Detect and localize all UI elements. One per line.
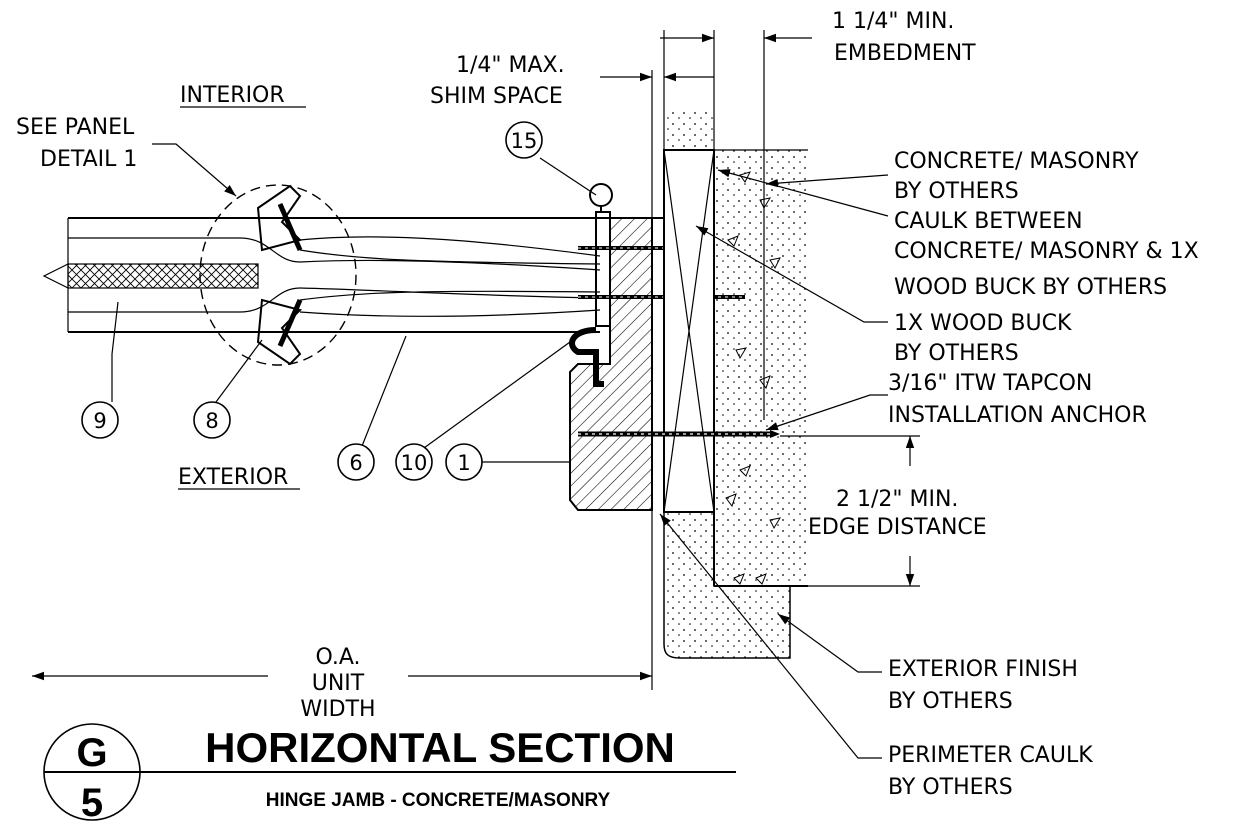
detail-letter: G [76, 731, 107, 775]
callout-1-label: 1 [457, 451, 470, 475]
callout-15: 15 [505, 121, 543, 159]
callout-15-label: 15 [511, 129, 538, 153]
edge-line2: EDGE DISTANCE [808, 515, 987, 540]
wood-buck [663, 149, 715, 513]
shim-line1: 1/4" MAX. [456, 53, 565, 78]
note-buck-1: 1X WOOD BUCK [894, 311, 1072, 336]
edge-line1: 2 1/2" MIN. [836, 487, 958, 512]
note-anchor-2: INSTALLATION ANCHOR [888, 403, 1147, 428]
oa-line1: O.A. [315, 645, 360, 670]
exterior-finish [663, 511, 791, 659]
note-concrete-2: BY OTHERS [894, 179, 1019, 204]
callout-9: 9 [81, 401, 119, 439]
tapcon-anchor [578, 430, 780, 438]
note-caulk-2: CONCRETE/ MASONRY & 1X [894, 239, 1199, 264]
note-finish-2: BY OTHERS [888, 689, 1013, 714]
leader-lines [111, 143, 889, 759]
drawing-title: HORIZONTAL SECTION [205, 724, 675, 771]
shim-line2: SHIM SPACE [430, 84, 563, 109]
exterior-label: EXTERIOR [178, 465, 288, 490]
note-caulk-1: CAULK BETWEEN [894, 209, 1083, 234]
callout-6: 6 [337, 443, 375, 481]
concrete-masonry [664, 112, 808, 587]
drawing-subtitle: HINGE JAMB - CONCRETE/MASONRY [266, 790, 611, 811]
oa-line2: UNIT [312, 671, 365, 696]
note-perim-1: PERIMETER CAULK [888, 743, 1093, 768]
detail-number: 5 [81, 781, 103, 824]
note-caulk-3: WOOD BUCK BY OTHERS [894, 275, 1167, 300]
see-panel-line1: SEE PANEL [16, 115, 135, 140]
embed-line1: 1 1/4" MIN. [832, 9, 954, 34]
dimension-lines [32, 30, 920, 690]
callout-1: 1 [445, 443, 483, 481]
callout-6-label: 6 [349, 451, 362, 475]
callout-10-label: 10 [401, 451, 428, 475]
title-block: G 5 HORIZONTAL SECTION HINGE JAMB - CONC… [43, 723, 736, 824]
note-buck-2: BY OTHERS [894, 341, 1019, 366]
callout-8: 8 [193, 401, 231, 439]
oa-line3: WIDTH [300, 697, 375, 722]
embed-line2: EMBEDMENT [834, 41, 976, 66]
callout-8-label: 8 [205, 409, 218, 433]
see-panel-line2: DETAIL 1 [40, 147, 137, 172]
door-panel [42, 184, 668, 366]
note-perim-2: BY OTHERS [888, 775, 1013, 800]
note-finish-1: EXTERIOR FINISH [888, 657, 1078, 682]
note-anchor-1: 3/16" ITW TAPCON [888, 371, 1092, 396]
callout-9-label: 9 [93, 409, 106, 433]
note-concrete-1: CONCRETE/ MASONRY [894, 149, 1139, 174]
callout-10: 10 [395, 443, 433, 481]
frame-jamb [569, 217, 653, 511]
interior-label: INTERIOR [180, 83, 285, 108]
